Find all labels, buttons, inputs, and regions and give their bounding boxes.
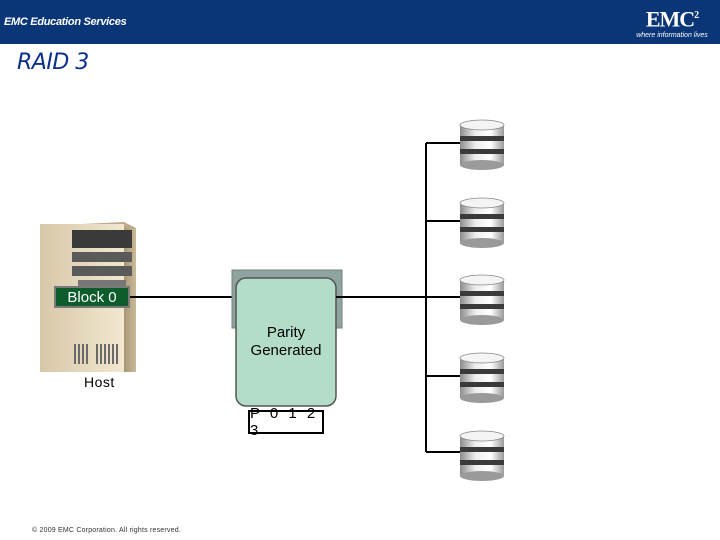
disk-icon <box>459 352 505 403</box>
host-label: Host <box>84 374 115 390</box>
emc-education-logo: EMC Education Services <box>4 8 127 36</box>
slide-title: RAID 3 <box>17 50 89 75</box>
copyright-footer: © 2009 EMC Corporation. All rights reser… <box>32 527 181 534</box>
parity-strip-label: P 0 1 2 3 <box>248 405 324 439</box>
disk-icon <box>459 197 505 248</box>
block-0-label: Block 0 <box>54 286 130 308</box>
disk-icon <box>459 274 505 325</box>
disk-icon <box>459 119 505 170</box>
raid-controller <box>231 269 343 407</box>
emc-logo: EMC2 where information lives <box>632 4 712 40</box>
parity-label-line2: Generated <box>250 342 322 359</box>
parity-label-line1: Parity <box>266 324 306 341</box>
parity-generated-label: Parity Generated <box>236 324 336 360</box>
emc-tagline: where information lives <box>636 32 708 40</box>
disk-icon <box>459 430 505 481</box>
emc-logo-superscript: 2 <box>694 10 699 21</box>
header-bar: EMC Education Services EMC2 where inform… <box>0 0 720 44</box>
emc-logo-text: EMC <box>645 6 695 32</box>
emc-education-logo-text: EMC Education Services <box>4 16 127 28</box>
